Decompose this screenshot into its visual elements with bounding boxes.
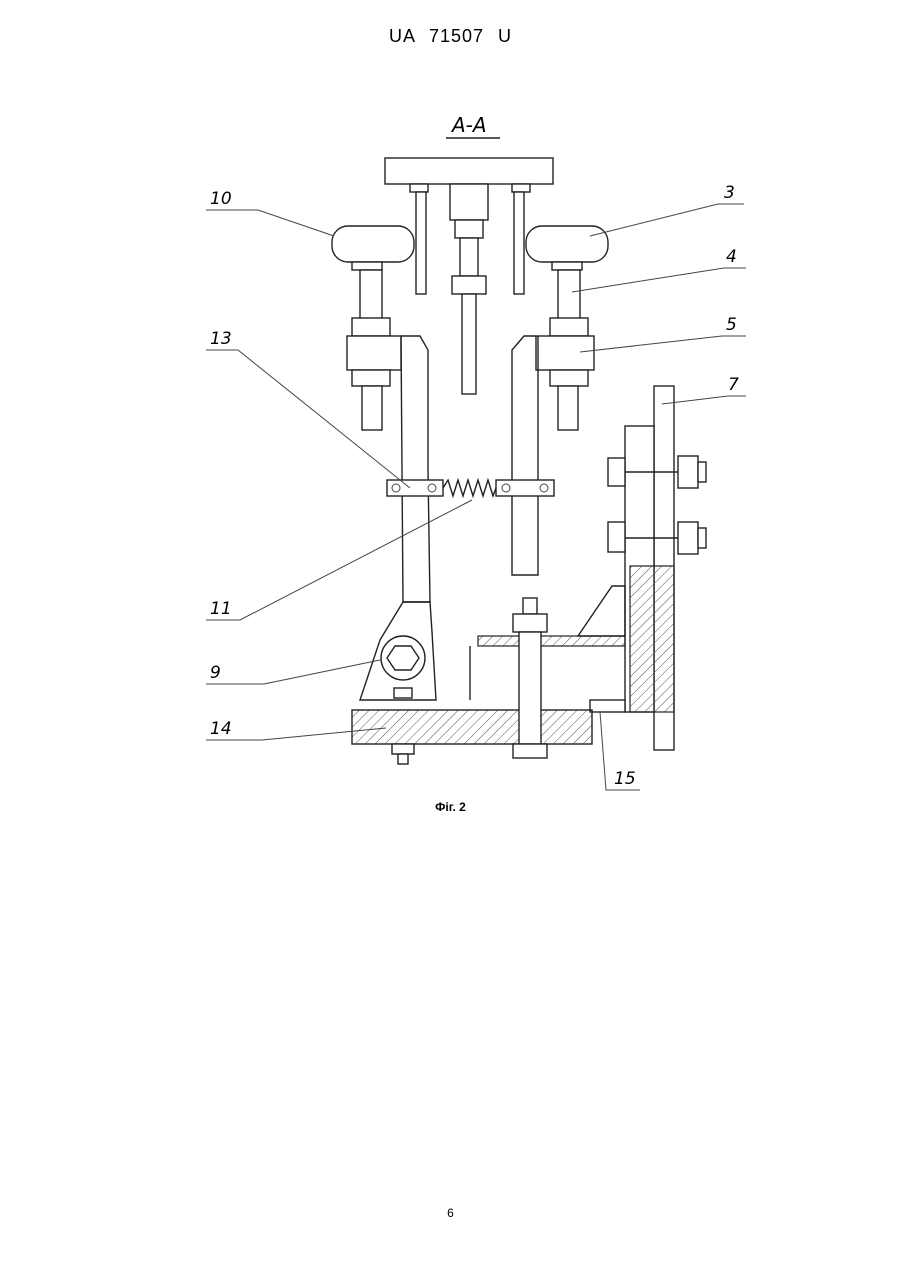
- technical-drawing: A-A: [180, 100, 760, 800]
- callout-3: 3: [724, 183, 735, 203]
- base-assembly: [352, 586, 625, 764]
- callout-5: 5: [726, 315, 737, 335]
- callout-15: 15: [614, 769, 636, 789]
- vertical-post: [608, 386, 706, 750]
- page-number: 6: [0, 1206, 901, 1220]
- document-id: UA 71507 U: [0, 26, 901, 47]
- callout-14: 14: [210, 719, 232, 739]
- callout-11: 11: [210, 599, 232, 619]
- callout-9: 9: [210, 663, 221, 683]
- top-frame: [385, 158, 553, 394]
- right-lever: [512, 336, 538, 575]
- section-label: A-A: [450, 113, 487, 137]
- figure-caption: Фіг. 2: [0, 800, 901, 814]
- callout-13: 13: [210, 329, 232, 349]
- callout-10: 10: [210, 189, 232, 209]
- spring-assembly: [387, 480, 554, 496]
- callout-4: 4: [726, 247, 737, 267]
- callout-7: 7: [728, 375, 739, 395]
